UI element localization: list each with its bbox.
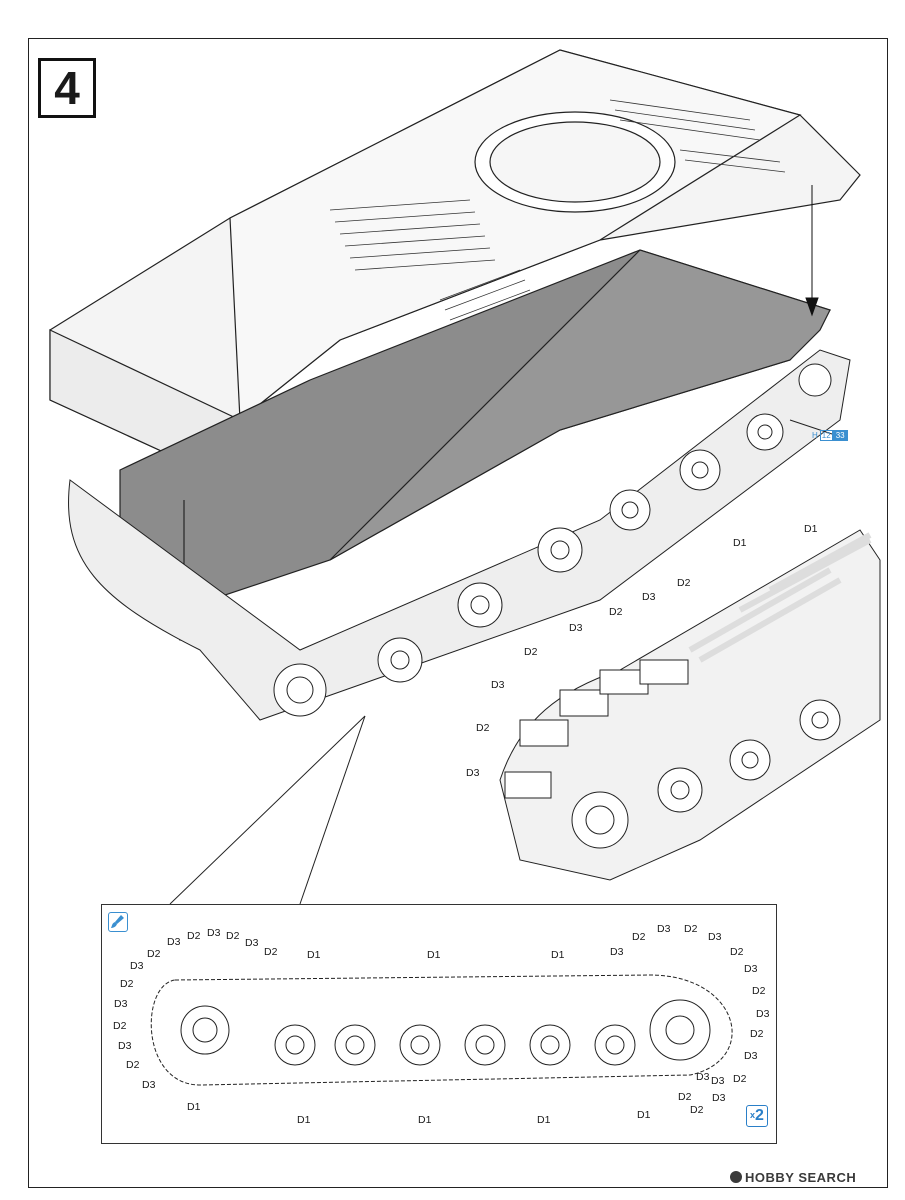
label: D2 [126, 1059, 140, 1071]
label: D2 [264, 946, 278, 958]
label: D3 [744, 1050, 758, 1062]
label: D1 [187, 1101, 201, 1113]
paint-brush-icon-glyph [111, 915, 124, 928]
label: D1 [307, 949, 321, 961]
label: D2 [476, 722, 490, 734]
track-loop-diagram [150, 974, 733, 1086]
main-running-gear [68, 349, 851, 721]
label: D1 [637, 1109, 651, 1121]
label: D2 [113, 1020, 127, 1032]
detail-part-labels: D3 D2 D3 D2 D3 D2 D3 D2 D3 D2 D3 D2 D3 D… [113, 923, 770, 1126]
label: D2 [524, 646, 538, 658]
label: D2 [677, 577, 691, 589]
label: D2 [187, 930, 201, 942]
label: D3 [712, 1092, 726, 1104]
engine-grilles [329, 99, 786, 321]
label: D2 [226, 930, 240, 942]
label: D2 [733, 1073, 747, 1085]
label: D3 [569, 622, 583, 634]
part-ref-a: 12 [819, 430, 833, 441]
callout-lines [169, 419, 833, 905]
label: D3 [114, 998, 128, 1010]
label: D2 [678, 1091, 692, 1103]
label: D3 [642, 591, 656, 603]
label: D1 [733, 537, 747, 549]
label: D1 [427, 949, 441, 961]
track-detail-box [101, 904, 777, 1144]
label: D3 [142, 1079, 156, 1091]
exploded-track-detail [499, 529, 881, 881]
watermark-text: HOBBY SEARCH [745, 1170, 857, 1185]
label: D3 [207, 927, 221, 939]
label: D1 [418, 1114, 432, 1126]
label: D3 [744, 963, 758, 975]
label: D1 [804, 523, 818, 535]
part-ref-prefix: H [812, 431, 818, 440]
label: D2 [750, 1028, 764, 1040]
label: D1 [551, 949, 565, 961]
label: D2 [147, 948, 161, 960]
quantity-multiplier: x2 [746, 1105, 768, 1127]
label: D3 [491, 679, 505, 691]
label: D2 [730, 946, 744, 958]
step-number-box: 4 [38, 58, 96, 118]
label: D2 [752, 985, 766, 997]
label: D2 [609, 606, 623, 618]
label: D2 [120, 978, 134, 990]
label: D2 [684, 923, 698, 935]
lower-hull [119, 249, 832, 641]
label: D3 [708, 931, 722, 943]
step-number: 4 [54, 62, 80, 114]
label: D3 [118, 1040, 132, 1052]
paint-brush-icon [108, 912, 128, 932]
label: D2 [690, 1104, 704, 1116]
multiplier-value: 2 [755, 1107, 764, 1124]
label: D3 [756, 1008, 770, 1020]
upper-part-labels: D1 D1 D2 D3 D2 D3 D2 D3 D2 D3 [466, 523, 818, 779]
watermark: HOBBY SEARCH [730, 1170, 856, 1185]
label: D3 [711, 1075, 725, 1087]
label: D3 [466, 767, 480, 779]
label: D3 [167, 936, 181, 948]
label: D1 [297, 1114, 311, 1126]
label: D3 [130, 960, 144, 972]
label: D3 [245, 937, 259, 949]
label: D3 [610, 946, 624, 958]
label: D3 [657, 923, 671, 935]
label: D2 [632, 931, 646, 943]
multiplier-prefix: x [750, 1110, 756, 1120]
instruction-sheet-frame [28, 38, 888, 1188]
watermark-logo-icon [730, 1171, 742, 1183]
label: D3 [696, 1071, 710, 1083]
label: D1 [537, 1114, 551, 1126]
part-ref-b: 33 [832, 430, 848, 441]
